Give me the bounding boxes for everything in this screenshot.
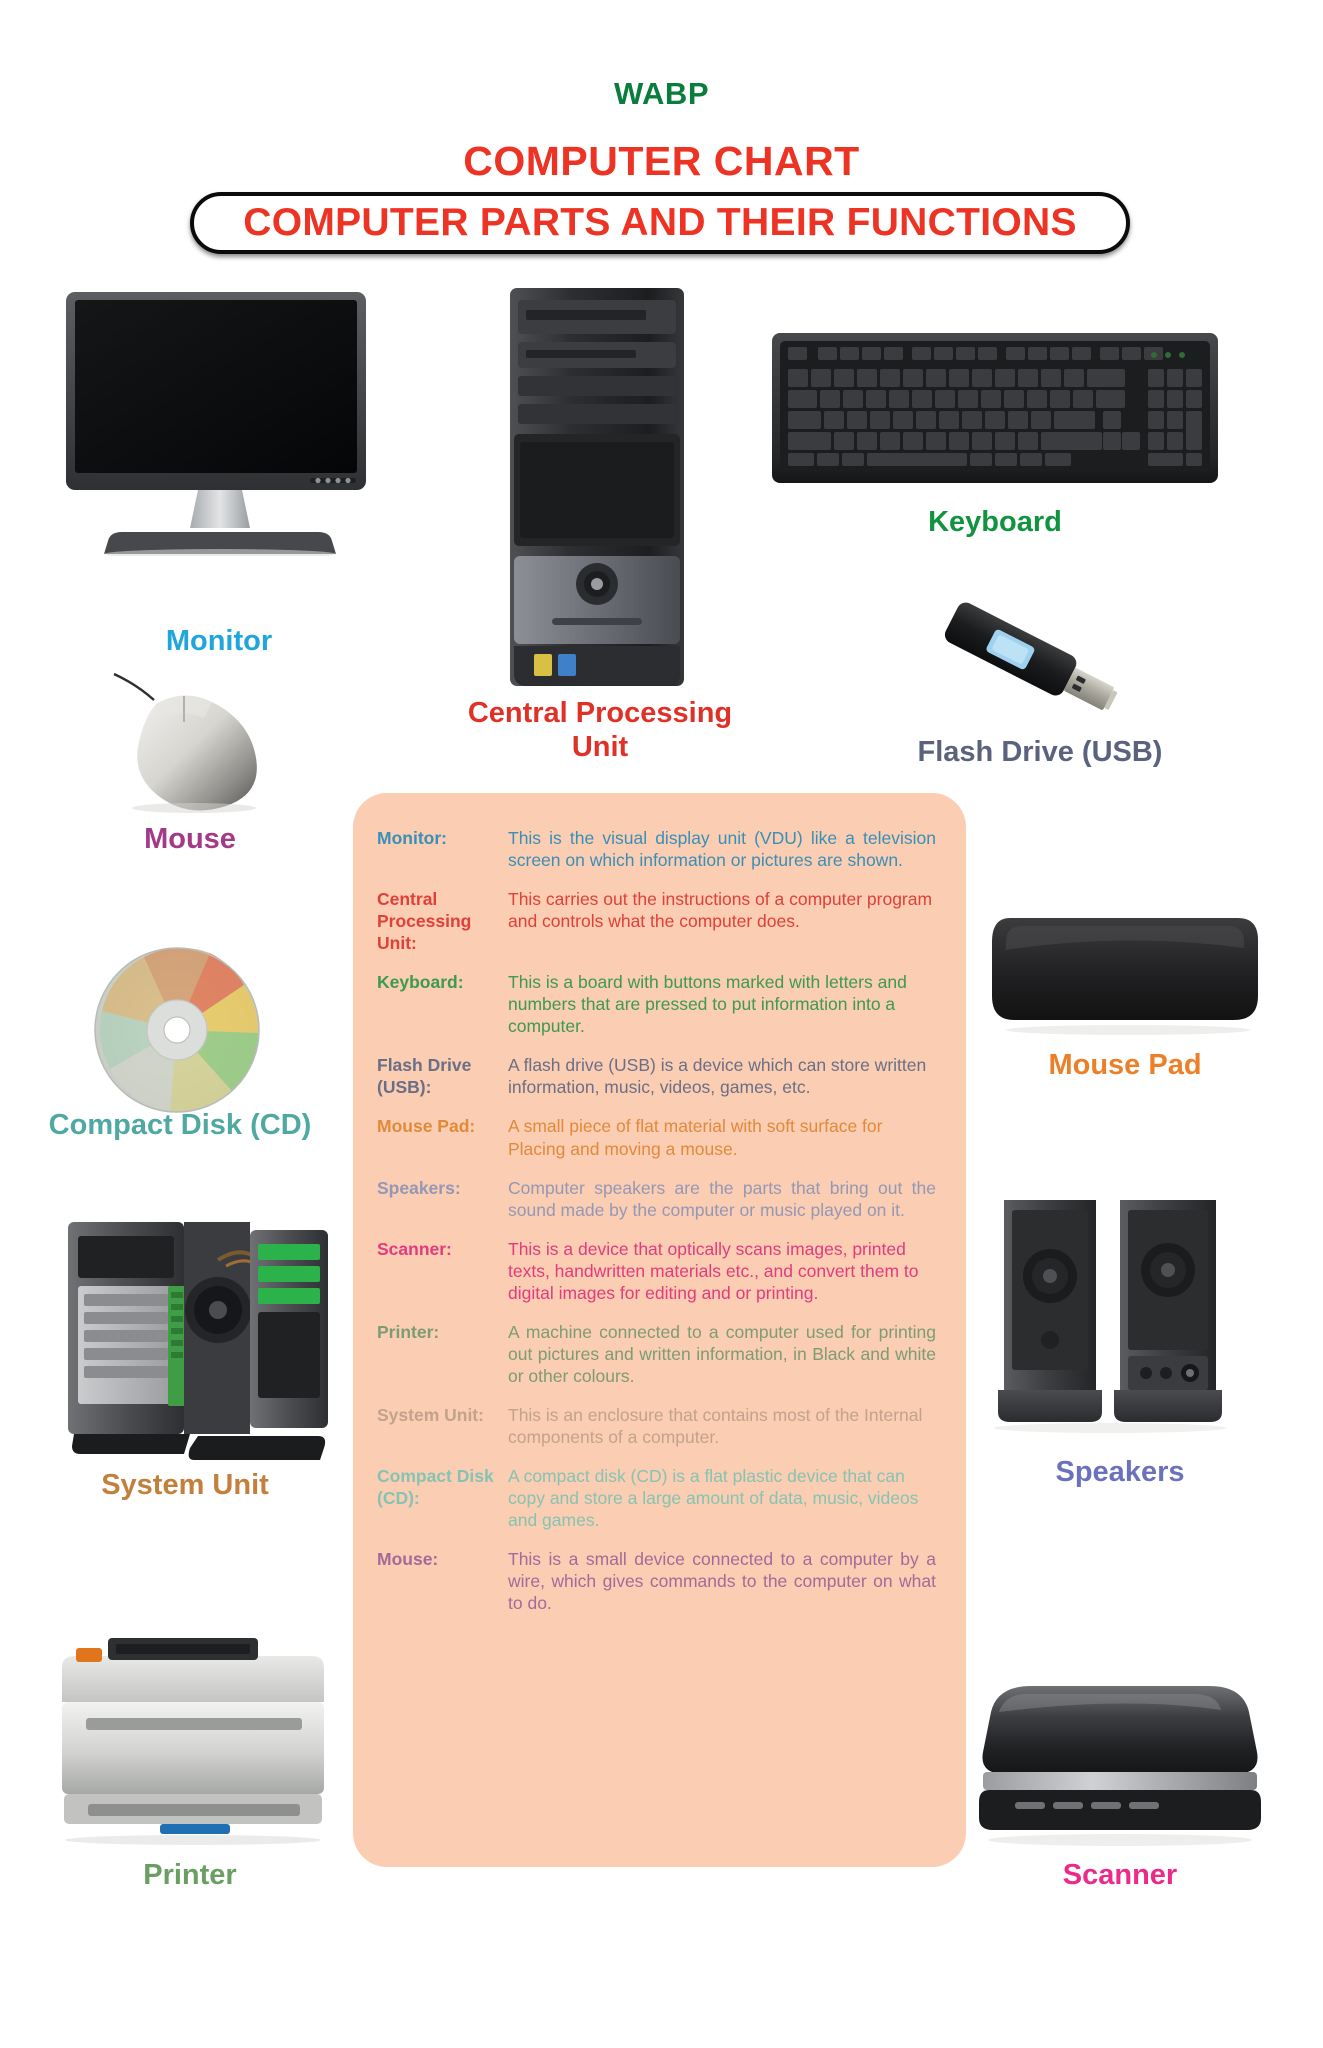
banner-text: COMPUTER PARTS AND THEIR FUNCTIONS [243,201,1077,244]
scanner-image [975,1668,1265,1853]
definition-text: This carries out the instructions of a c… [508,889,933,932]
definition-term: Mouse Pad: [377,1116,476,1137]
caption-mouse-pad: Mouse Pad [1048,1049,1202,1081]
definition-row: Mouse: This is a small device connected t… [377,1548,936,1614]
publisher-name: WABP [614,76,709,111]
caption-speakers: Speakers [1055,1456,1185,1488]
mouse-image [96,666,286,816]
caption-scanner: Scanner [1062,1859,1178,1891]
definition-row: Flash Drive (USB): A flash drive (USB) is… [377,1054,936,1098]
definition-row: Monitor: This is the visual display unit … [377,827,936,871]
caption-system-unit: System Unit [101,1469,269,1501]
definition-text: A compact disk (CD) is a flat plastic de… [508,1466,919,1531]
caption-compact-disk: Compact Disk (CD) [48,1109,312,1141]
compact-disk-image [92,945,262,1115]
caption-monitor: Monitor [165,625,273,657]
definition-text: A small piece of flat material with soft… [508,1116,883,1159]
flash-drive-image [928,600,1133,718]
definition-term: Monitor: [377,828,447,848]
system-unit-image [58,1200,334,1470]
definition-term: Printer: [377,1321,440,1342]
definition-term: Keyboard: [377,972,464,993]
definition-term: System Unit: [377,1404,484,1425]
definition-row: Compact Disk (CD): A compact disk (CD) is… [377,1465,936,1531]
definition-row: Scanner: This is a device that optically … [377,1238,936,1304]
definition-term: Flash Drive (USB): [377,1055,472,1098]
definition-text: This is a device that optically scans im… [508,1238,919,1303]
definition-text: This is the visual display unit (VDU) li… [508,828,936,871]
definition-text: A machine connected to a computer used f… [508,1321,936,1386]
caption-mouse: Mouse [144,823,236,855]
definition-text: A flash drive (USB) is a device which ca… [508,1055,927,1098]
cpu-tower-image [496,284,698,694]
definition-term: Scanner: [377,1238,452,1259]
printer-image [50,1608,340,1848]
definition-row: Printer: A machine connected to a compute… [377,1321,936,1387]
definition-text: This is a small device connected to a co… [508,1549,936,1614]
definition-term: Compact Disk (CD): [377,1466,494,1509]
banner: COMPUTER PARTS AND THEIR FUNCTIONS [190,192,1130,254]
page-title: COMPUTER CHART [463,138,860,184]
definition-row: Mouse Pad: A small piece of flat material… [377,1115,936,1159]
definition-text: This is an enclosure that contains most … [508,1404,923,1447]
definition-row: Speakers: Computer speakers are the parts… [377,1177,936,1221]
caption-cpu: Central Processing Unit [467,697,733,764]
mouse-pad-image [990,900,1260,1040]
definition-term: Central Processing Unit: [377,889,472,954]
definition-term: Mouse: [377,1549,439,1570]
definition-text: Computer speakers are the parts that bri… [508,1177,936,1220]
caption-flash-drive: Flash Drive (USB) [917,736,1163,768]
definition-row: Keyboard: This is a board with buttons ma… [377,971,936,1037]
caption-printer: Printer [143,1859,237,1891]
definition-text: This is a board with buttons marked with… [508,972,907,1037]
monitor-image [60,288,378,556]
definition-row: Central Processing Unit: This carries out… [377,888,936,954]
definition-row: System Unit: This is an enclosure that co… [377,1404,936,1448]
definitions-panel: Monitor: This is the visual display unit … [353,793,966,1867]
keyboard-image [770,325,1220,500]
caption-keyboard: Keyboard [928,506,1062,538]
speakers-image [990,1190,1230,1435]
definition-term: Speakers: [377,1177,461,1198]
